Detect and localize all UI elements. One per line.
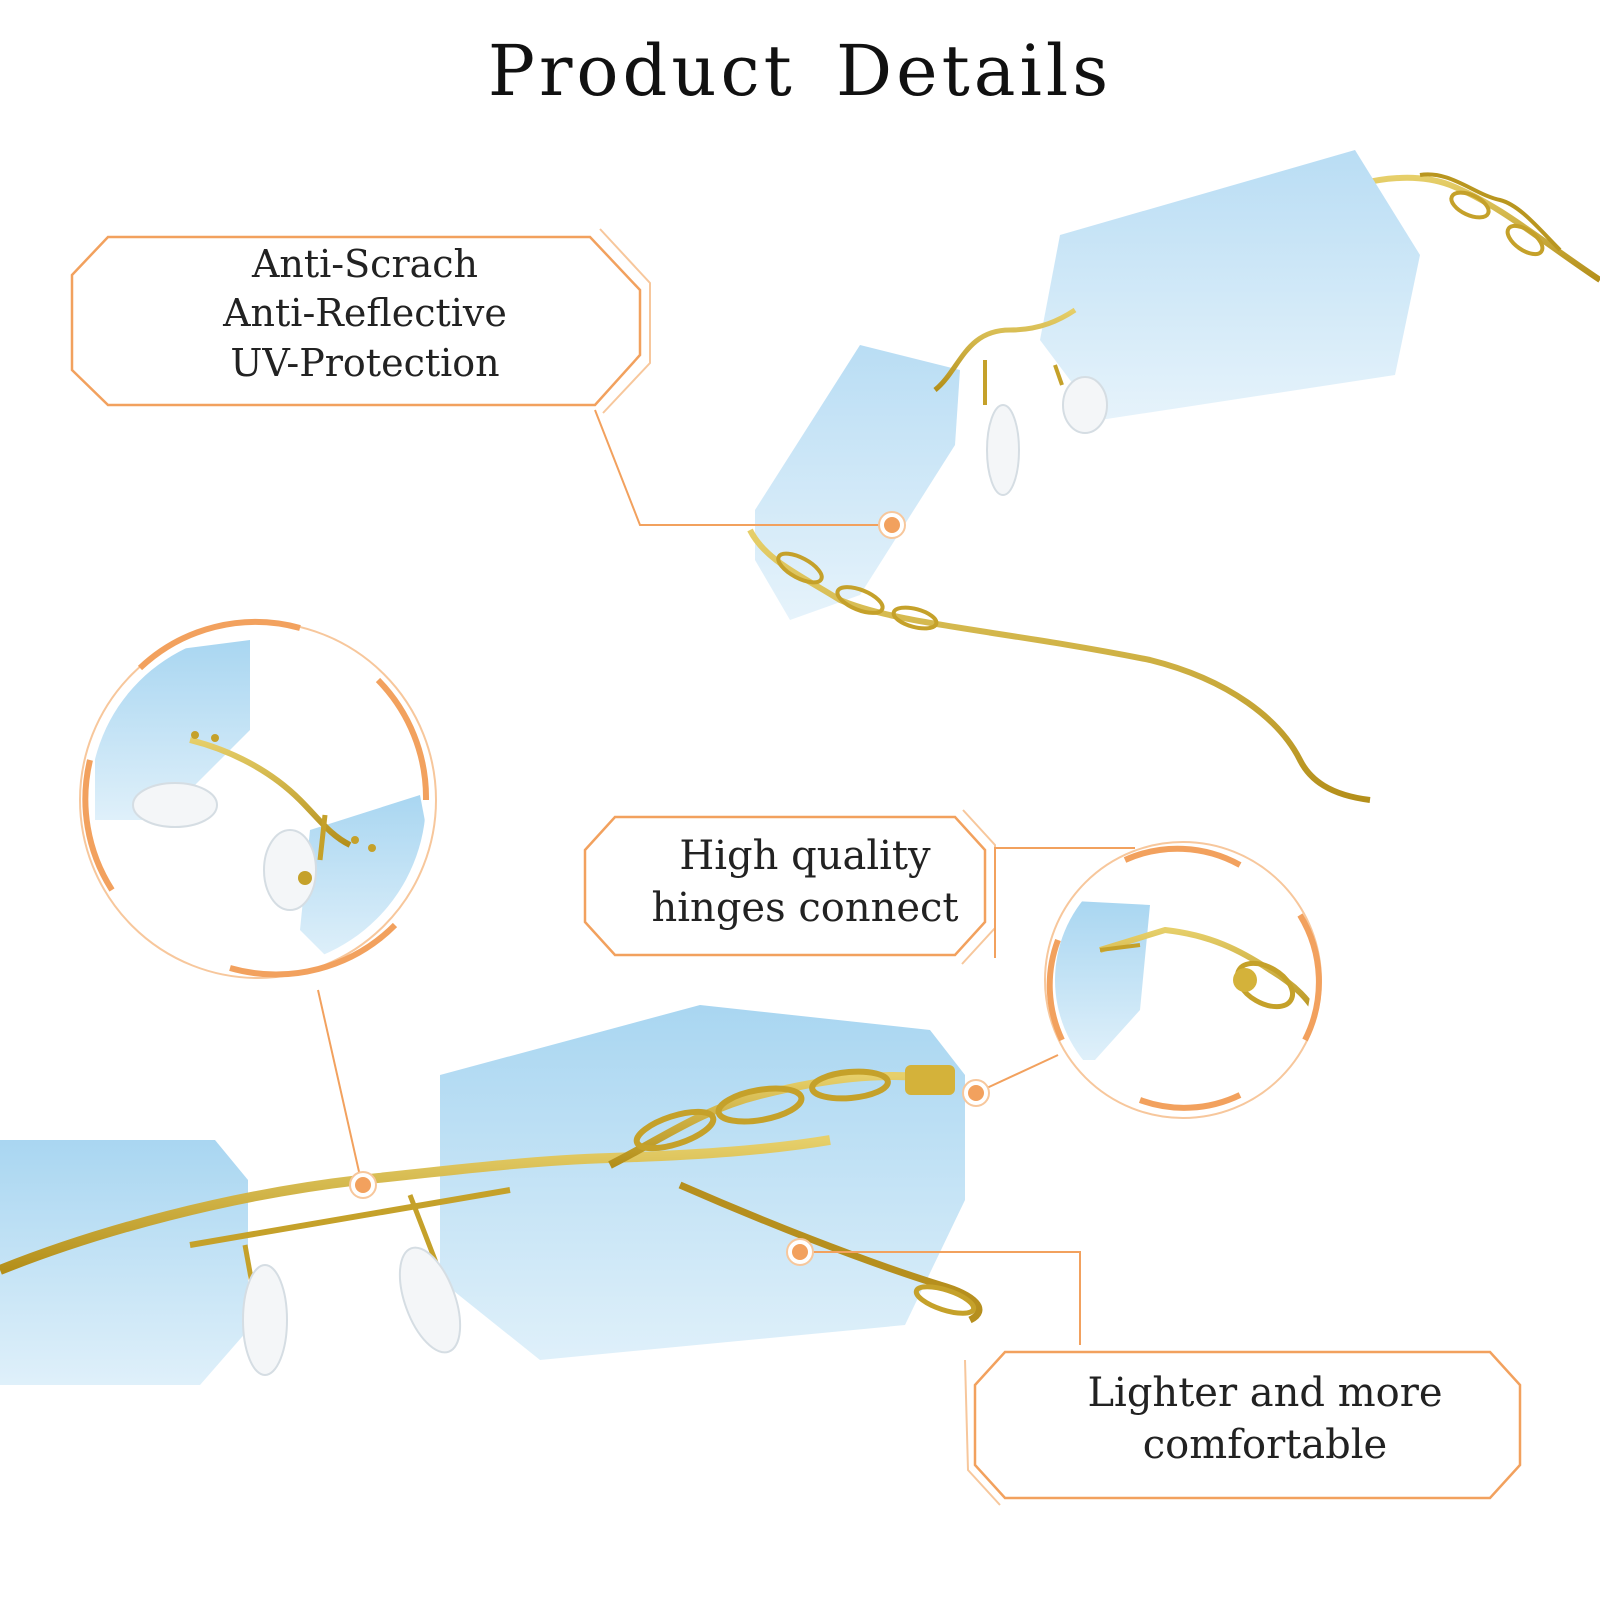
callout-comfort-text: Lighter and more comfortable [1010,1367,1520,1471]
nose-pad [242,1264,288,1376]
page-title: Product Details [487,30,1113,112]
temple-arm [747,528,1371,803]
callout-line: Anti-Scrach [251,242,479,286]
callout-line: Lighter and more [1087,1370,1443,1416]
callout-line: comfortable [1142,1422,1388,1468]
nose-pad [398,1246,462,1354]
lens [440,1005,965,1360]
temple-arm [608,1071,951,1169]
leader-lines [317,409,1135,1345]
callout-line: Anti-Reflective [223,291,507,336]
nose-pad [1062,376,1108,434]
callout-line: High quality [679,833,931,879]
bridge [933,307,1077,392]
callout-line: UV-Protection [230,340,500,385]
callout-line: hinges connect [651,885,959,931]
hinge-detail-circle [1044,841,1322,1119]
leader-dots [349,511,990,1266]
bridge [0,1135,831,1275]
callout-hinges-text: High quality hinges connect [620,830,990,934]
callout-box-coatings [70,228,651,414]
lens [0,1140,248,1385]
lens [1040,150,1420,420]
lens [755,345,960,620]
top-glasses [747,150,1600,803]
callout-coatings-text: Anti-Scrach Anti-Reflective UV-Protectio… [120,240,610,388]
nose-pad [986,404,1020,496]
bottom-glasses [0,1005,983,1385]
nose-pad-detail-circle [79,619,437,979]
callout-box-comfort [964,1350,1522,1506]
